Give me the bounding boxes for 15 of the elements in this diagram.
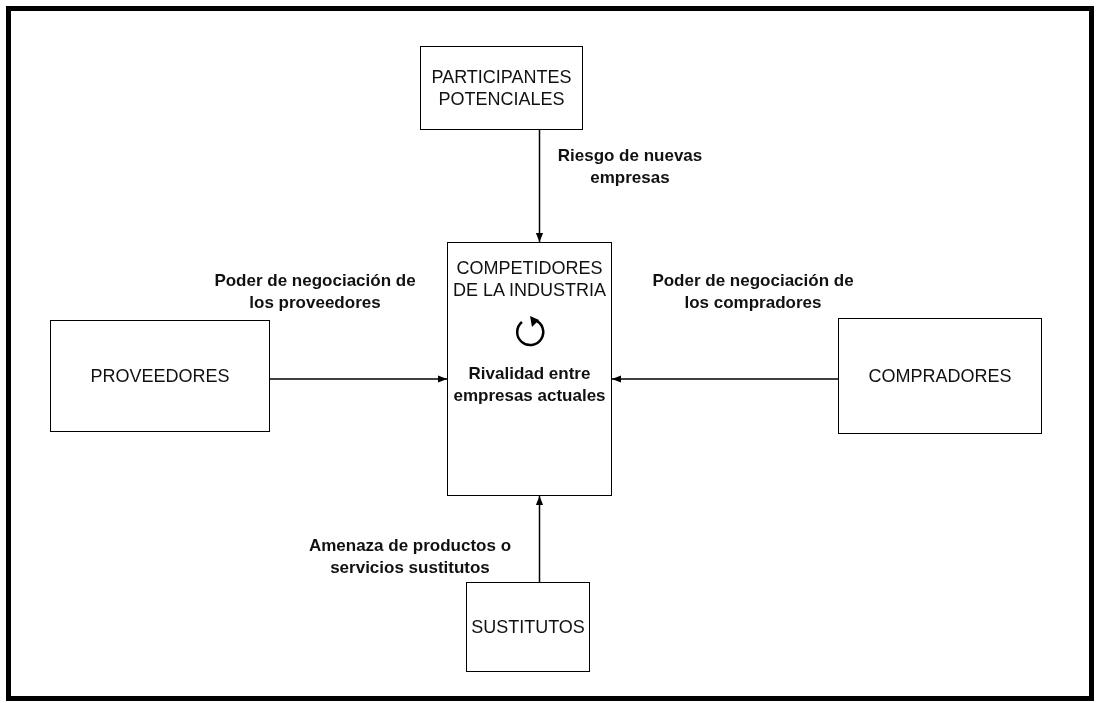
process-box — [466, 582, 590, 672]
arrow — [535, 129, 544, 243]
node-title: PROVEEDORES — [90, 365, 230, 387]
node-title: PARTICIPANTES POTENCIALES — [430, 66, 573, 110]
process-box — [838, 318, 1042, 434]
arrow — [269, 375, 448, 383]
process-box — [50, 320, 270, 432]
node-title: SUSTITUTOS — [471, 616, 585, 638]
node-title: COMPRADORES — [868, 365, 1012, 387]
node-description: Rivalidad entre empresas actuales — [452, 363, 607, 407]
center-box — [447, 242, 612, 496]
process-box — [420, 46, 583, 130]
arrow — [535, 495, 544, 583]
arrow — [611, 375, 839, 383]
node-title: COMPETIDORES DE LA INDUSTRIA — [451, 257, 607, 301]
